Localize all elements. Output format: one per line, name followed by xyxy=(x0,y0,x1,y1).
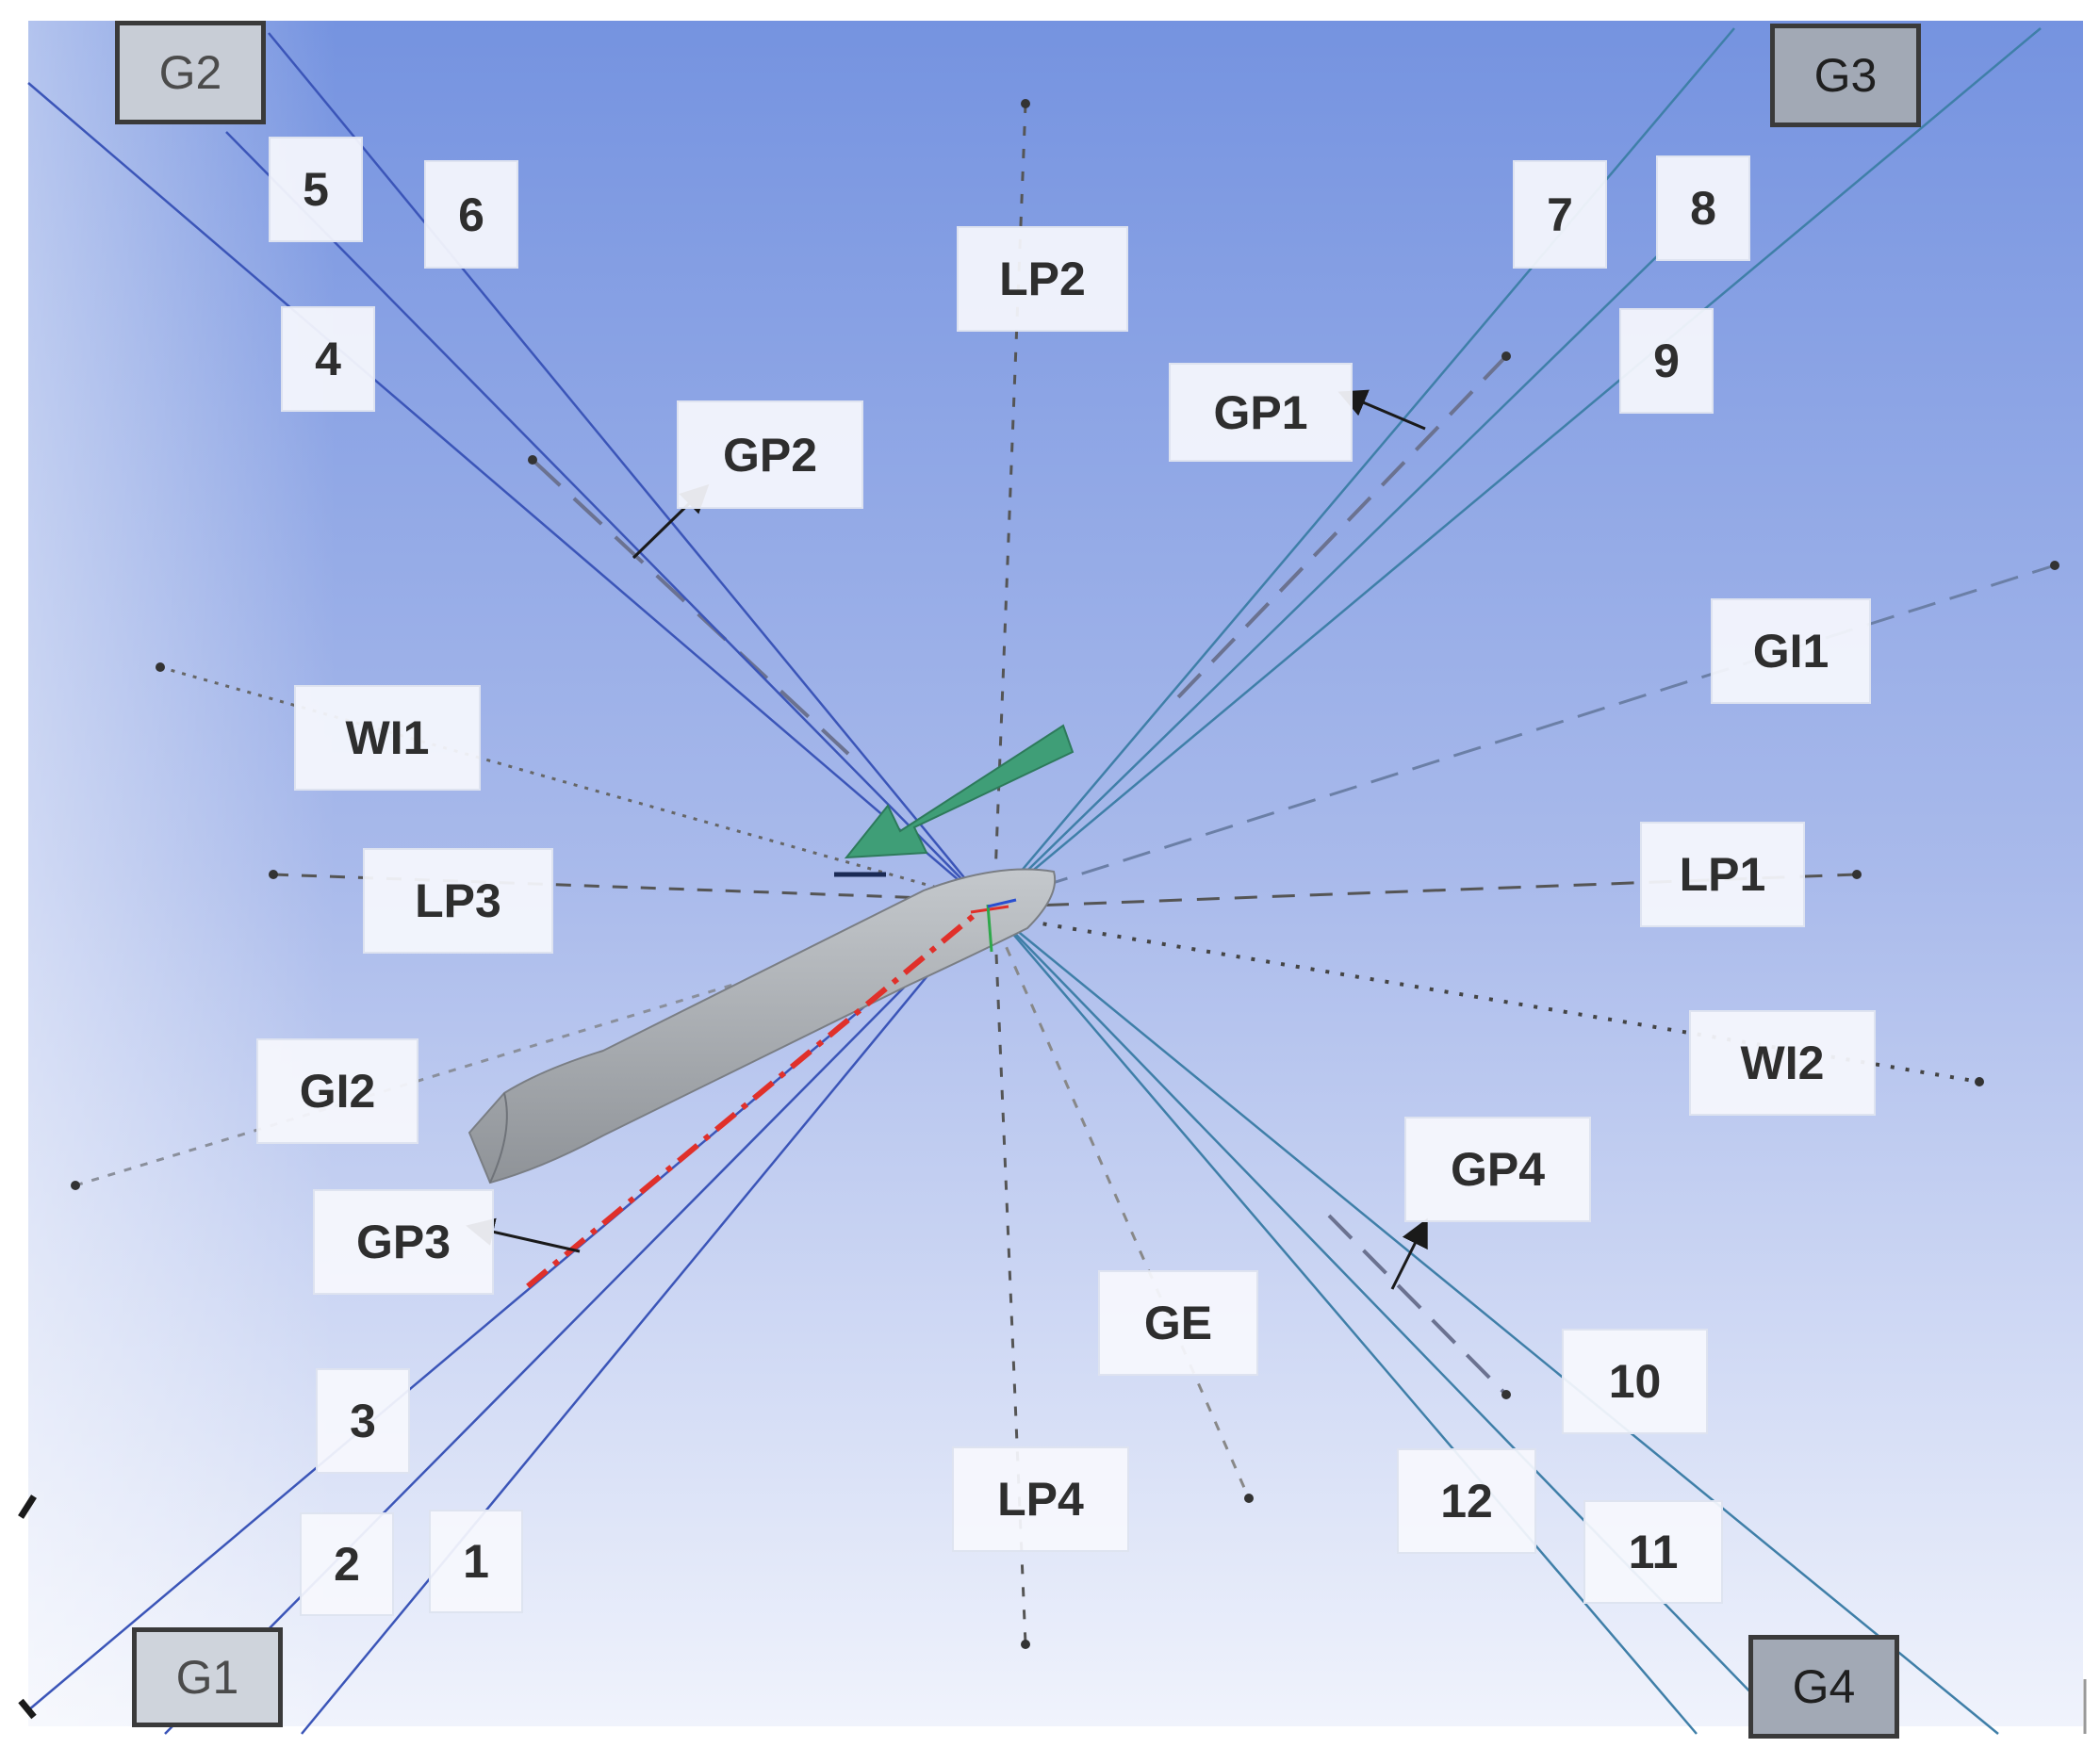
label-gp4: GP4 xyxy=(1404,1117,1591,1222)
edge-marks xyxy=(18,1494,37,1720)
gauge-label-8: 8 xyxy=(1656,155,1750,261)
lp1-line xyxy=(1008,873,1858,908)
gauge-label-9: 9 xyxy=(1619,308,1714,414)
gauge-label-3: 3 xyxy=(316,1368,410,1474)
gauge-label-7: 7 xyxy=(1513,160,1607,269)
label-gp1: GP1 xyxy=(1169,363,1353,462)
point-gp4 xyxy=(1501,1390,1511,1399)
ray-lines xyxy=(27,27,2042,1735)
point-gi1 xyxy=(2050,561,2059,570)
point-lp2 xyxy=(1021,99,1030,108)
origin-axis-x xyxy=(970,905,1009,914)
label-gi2: GI2 xyxy=(256,1038,418,1144)
origin-axes xyxy=(970,898,1017,953)
gauge-label-2: 2 xyxy=(300,1512,394,1616)
ge-line xyxy=(988,908,1251,1499)
group-g2-box: G2 xyxy=(115,21,266,124)
group-g1-box: G1 xyxy=(132,1627,283,1727)
ray-5 xyxy=(225,131,986,904)
point-wi1 xyxy=(156,662,165,672)
ray-9 xyxy=(993,253,1660,904)
gauge-label-12: 12 xyxy=(1397,1448,1536,1554)
guide-points xyxy=(71,99,2059,1649)
ship-model xyxy=(468,868,1057,1289)
edge-mark-left-upper xyxy=(18,1494,37,1519)
point-lp1 xyxy=(1852,870,1862,879)
point-wi2 xyxy=(1975,1077,1984,1086)
wind-arrow xyxy=(834,724,1075,877)
point-gp2 xyxy=(528,455,537,465)
point-ge xyxy=(1244,1494,1254,1503)
label-gi1: GI1 xyxy=(1711,598,1871,704)
gauge-label-5: 5 xyxy=(269,137,363,242)
wind-arrow-shape xyxy=(844,724,1075,859)
point-gi2 xyxy=(71,1181,80,1190)
ray-3 xyxy=(27,902,989,1711)
label-wi1: WI1 xyxy=(294,685,481,791)
origin-axis-y xyxy=(986,904,993,953)
gp1-line xyxy=(1176,354,1508,699)
gauge-label-1: 1 xyxy=(429,1510,523,1613)
gi2-line xyxy=(74,907,981,1187)
label-lp4: LP4 xyxy=(952,1446,1129,1552)
ship-deck-edge xyxy=(489,1092,508,1184)
gauge-label-6: 6 xyxy=(424,160,518,269)
gauge-label-10: 10 xyxy=(1562,1329,1708,1434)
ray-4 xyxy=(27,82,986,904)
arrow-gp1 xyxy=(1337,389,1426,431)
ray-12 xyxy=(993,911,1698,1735)
group-g3-box: G3 xyxy=(1770,24,1921,127)
gauge-label-4: 4 xyxy=(281,306,375,412)
origin-axis-z xyxy=(987,898,1017,908)
ship-hull xyxy=(468,868,1057,1184)
label-lp2: LP2 xyxy=(957,226,1128,332)
label-gp2: GP2 xyxy=(677,400,863,509)
label-lp3: LP3 xyxy=(363,848,553,954)
ray-6 xyxy=(268,32,986,904)
point-lp3 xyxy=(269,870,278,879)
ray-8 xyxy=(993,27,2042,904)
label-wi2: WI2 xyxy=(1689,1010,1876,1116)
gp2-line xyxy=(531,458,850,756)
arrow-gp4 xyxy=(1390,1217,1428,1290)
ray-7 xyxy=(993,27,1735,904)
edge-mark-left-lower xyxy=(18,1698,37,1720)
point-gp1 xyxy=(1501,351,1511,361)
group-g4-box: G4 xyxy=(1748,1635,1899,1739)
ray-10 xyxy=(993,911,1999,1735)
gauge-label-11: 11 xyxy=(1583,1500,1723,1604)
label-ge: GE xyxy=(1098,1270,1258,1376)
point-lp4 xyxy=(1021,1640,1030,1649)
ray-1 xyxy=(301,902,989,1735)
label-gp3: GP3 xyxy=(313,1189,494,1295)
gi1-line xyxy=(998,564,2056,902)
gp4-line xyxy=(1327,1214,1510,1398)
label-lp1: LP1 xyxy=(1640,822,1805,927)
